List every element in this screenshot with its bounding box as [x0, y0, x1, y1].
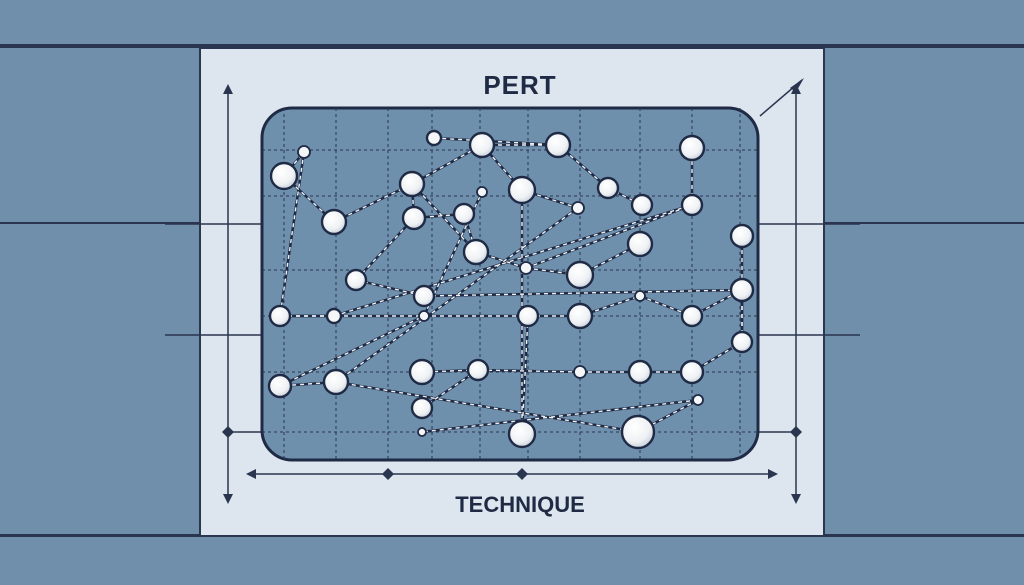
edge-highlight-n8-n9: [607, 187, 643, 206]
node-n7: [425, 129, 443, 147]
top-band: [0, 44, 1024, 48]
node-n44: [417, 427, 427, 437]
node-n40: [418, 310, 430, 322]
node-n27: [730, 330, 754, 354]
node-n22: [516, 304, 540, 328]
corner-arrow: [759, 79, 803, 117]
edge-highlight-n13-n14: [525, 267, 581, 276]
node-n23: [566, 302, 594, 330]
node-n38: [322, 368, 350, 396]
node-n26: [729, 277, 755, 303]
edge-highlight-n21-n16: [333, 204, 693, 317]
edge-highlight-n10-n18: [355, 217, 415, 281]
edge-highlight-n31-n32: [477, 369, 581, 373]
edge-highlight-n32-n34: [421, 369, 479, 409]
node-n33: [408, 358, 436, 386]
node-n15: [626, 230, 654, 258]
edge-highlight-n43-n44: [421, 399, 699, 433]
node-n20: [268, 304, 292, 328]
node-n19: [412, 284, 436, 308]
node-n37: [571, 201, 585, 215]
diagram-title: PERT: [483, 70, 556, 100]
node-n10: [401, 205, 427, 231]
node-n12: [462, 238, 490, 266]
edge-highlight-n39-n40: [279, 315, 425, 387]
node-n32: [466, 358, 490, 382]
edge-highlight-n37-n38: [335, 207, 579, 383]
node-n39: [267, 373, 293, 399]
node-n1: [269, 161, 299, 191]
node-n30: [627, 359, 653, 385]
axis-markers: [222, 426, 802, 480]
node-n8: [596, 176, 620, 200]
diagram-subtitle: TECHNIQUE: [455, 492, 585, 517]
node-n35: [507, 419, 537, 449]
node-n3: [297, 145, 311, 159]
edge-highlight-n4-n5: [411, 144, 483, 185]
node-n16: [680, 193, 704, 217]
node-n4: [398, 170, 426, 198]
node-n41: [476, 186, 488, 198]
node-n25: [680, 304, 704, 328]
edge-highlight-n2-n4: [333, 183, 413, 223]
node-n21: [325, 307, 343, 325]
edge-n6-n7: [432, 136, 560, 147]
node-n34: [410, 396, 434, 420]
node-n2: [320, 208, 348, 236]
edge-highlight-n13-n16: [525, 204, 693, 269]
edge-n4-n12: [410, 182, 478, 254]
node-n6: [544, 131, 572, 159]
edge-highlight-n4-n10: [411, 183, 415, 219]
node-n18: [344, 268, 368, 292]
node-n17: [678, 134, 706, 162]
node-n9: [630, 193, 654, 217]
node-n29: [679, 359, 705, 385]
edge-highlight-n24-n25: [639, 295, 693, 317]
node-n24: [634, 290, 646, 302]
node-n11: [452, 202, 476, 226]
node-n43: [692, 394, 704, 406]
node-n36: [507, 175, 537, 205]
edge-highlight-n3-n20: [279, 151, 305, 317]
node-n42: [620, 414, 656, 450]
edge-highlight-n22-n35: [521, 315, 529, 435]
edge-highlight-n19-n26: [423, 289, 743, 297]
node-n13: [519, 261, 533, 275]
network-nodes: [267, 129, 755, 450]
edge-highlight-n38-n42: [335, 381, 639, 433]
node-n14: [565, 260, 595, 290]
node-n5: [468, 131, 496, 159]
node-n31: [573, 365, 587, 379]
node-n28: [729, 223, 755, 249]
edge-highlight-n18-n19: [355, 279, 425, 297]
